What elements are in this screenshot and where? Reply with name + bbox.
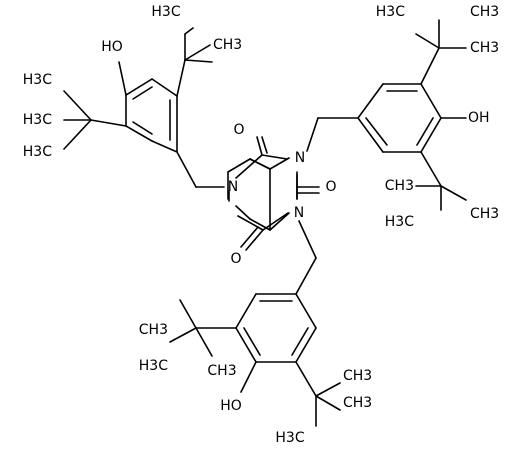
atom-o-top: O — [233, 122, 244, 138]
phenol-ring-right — [357, 19, 467, 211]
atom-o-right: O — [325, 179, 336, 195]
methyl-right-1: H3C — [376, 4, 405, 20]
aromatic-inner-bond — [416, 117, 434, 146]
aromatic-inner-bond — [365, 117, 388, 146]
methyl-right-5: CH3 — [470, 206, 499, 222]
tbutyl-bond — [176, 59, 186, 97]
ring-bond — [249, 158, 271, 170]
tbutyl-bond — [315, 395, 341, 411]
double-bond — [245, 229, 264, 251]
methyl-bottom-5: CH3 — [343, 395, 372, 411]
methyl-left-3: H3C — [23, 72, 52, 88]
aromatic-bond — [151, 78, 178, 97]
double-bond — [256, 136, 263, 156]
atom-o-bottom: O — [230, 251, 241, 267]
methyl-bottom-1: CH3 — [139, 322, 168, 338]
aromatic-inner-bond — [132, 86, 153, 100]
tbutyl-bond — [63, 90, 92, 121]
tbutyl-bond — [420, 47, 440, 85]
methyl-right-4: CH3 — [385, 178, 414, 194]
atom-n-left: N — [228, 179, 238, 195]
tbutyl-bond — [195, 327, 213, 357]
carbonyl-bonds — [240, 136, 320, 251]
aromatic-bond — [420, 83, 442, 119]
aromatic-bond — [235, 327, 257, 363]
methyl-bottom-6: H3C — [275, 430, 304, 446]
ring-bond — [227, 158, 251, 173]
tbutyl-bond — [63, 119, 92, 150]
atom-n-bottom: N — [294, 205, 304, 221]
tbutyl-bond — [415, 33, 440, 49]
methyl-left-5: H3C — [23, 144, 52, 160]
tbutyl-bond — [420, 151, 442, 187]
methyl-right-3: CH3 — [470, 40, 499, 56]
methyl-bottom-3: CH3 — [207, 363, 236, 379]
methyl-left-1: H3C — [151, 4, 180, 20]
linker-bond — [298, 220, 317, 259]
aromatic-bond — [125, 78, 153, 96]
ring-bond — [235, 154, 263, 179]
linker-bond — [295, 257, 317, 295]
double-bond — [261, 136, 268, 154]
oh-bond — [240, 361, 257, 393]
ring-bond — [261, 154, 288, 160]
ring-bond — [269, 212, 290, 231]
phenol-ring-left — [63, 27, 213, 153]
aromatic-bond — [125, 125, 153, 142]
aromatic-bond — [357, 83, 384, 119]
methyl-bottom-4: CH3 — [343, 368, 372, 384]
aromatic-inner-bond — [243, 327, 261, 356]
tbutyl-bond — [179, 299, 197, 329]
tbutyl-bond — [184, 27, 194, 35]
double-bond — [240, 226, 259, 248]
ring-bond — [269, 157, 290, 170]
oh-bond — [118, 61, 127, 96]
tbutyl-bond — [184, 59, 213, 63]
tbutyl-bond — [184, 44, 211, 61]
hydroxyl-left: HO — [101, 39, 123, 55]
tbutyl-bond — [295, 361, 317, 397]
atom-n-top: N — [295, 150, 305, 166]
hydroxyl-bottom: HO — [220, 398, 242, 414]
ring-bond — [237, 215, 264, 231]
linker-bond — [306, 117, 319, 152]
aromatic-bond — [235, 293, 257, 329]
methyl-bottom-2: H3C — [139, 358, 168, 374]
tbutyl-bond — [90, 119, 127, 127]
hydroxyl-right: OH — [468, 110, 490, 126]
aromatic-bond — [295, 293, 317, 329]
ring-bond — [235, 205, 251, 220]
aromatic-bond — [151, 140, 178, 153]
tbutyl-bond — [169, 327, 197, 343]
methyl-right-6: H3C — [385, 214, 414, 230]
aromatic-bond — [295, 327, 317, 363]
aromatic-inner-bond — [132, 121, 153, 135]
tbutyl-bond — [440, 185, 467, 201]
aromatic-bond — [357, 117, 384, 153]
aromatic-bond — [420, 117, 442, 153]
linker-bond — [176, 151, 197, 188]
isocyanurate-ring — [227, 154, 298, 231]
phenol-ring-bottom — [169, 293, 341, 427]
aromatic-inner-bond — [291, 327, 309, 356]
ring-bond — [262, 212, 289, 231]
tbutyl-bond — [315, 382, 341, 397]
methyl-left-4: H3C — [23, 112, 52, 128]
methyl-right-2: CH3 — [470, 4, 499, 20]
methyl-left-2: CH3 — [213, 37, 242, 53]
methylene-linkers — [176, 117, 359, 295]
